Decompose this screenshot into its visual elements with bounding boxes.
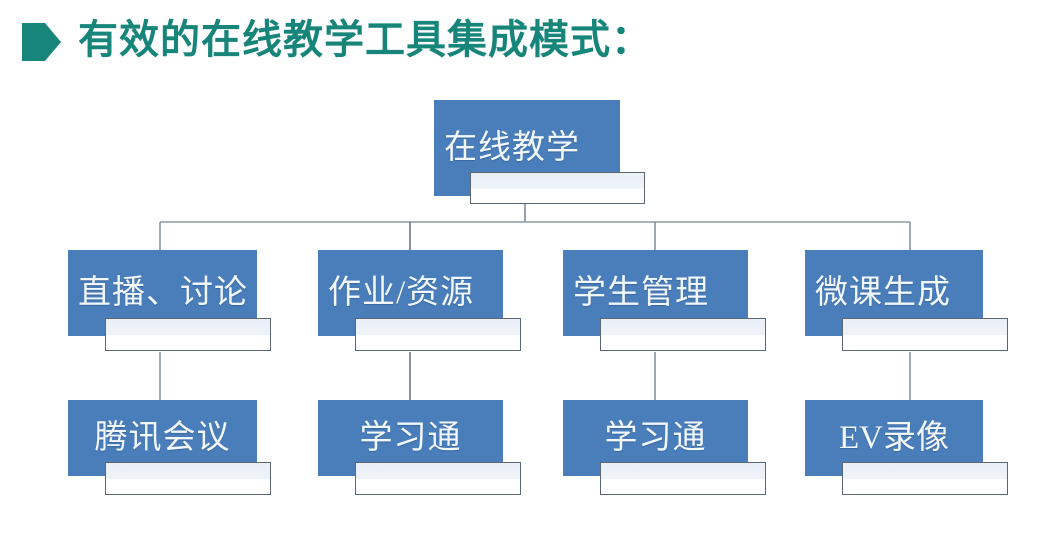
org-node-branch-3[interactable]: 学生管理 (563, 250, 778, 354)
org-node-leaf-3-label: 学习通 (604, 419, 707, 456)
org-node-root[interactable]: 在线教学 (434, 100, 664, 204)
org-node-branch-1-plate (105, 318, 271, 351)
org-node-leaf-1-label: 腾讯会议 (94, 419, 231, 456)
org-node-root-label: 在线教学 (444, 129, 580, 166)
org-node-branch-3-label: 学生管理 (573, 274, 709, 311)
org-node-leaf-1-plate (105, 462, 271, 495)
page-title: 有效的在线教学工具集成模式： (78, 17, 652, 62)
org-node-branch-4[interactable]: 微课生成 (805, 250, 1020, 354)
org-node-leaf-4[interactable]: EV录像 (805, 400, 1020, 504)
org-node-branch-2[interactable]: 作业/资源 (318, 250, 533, 354)
org-node-branch-4-plate (842, 318, 1008, 351)
org-node-branch-3-plate (600, 318, 766, 351)
org-node-branch-1[interactable]: 直播、讨论 (68, 250, 283, 354)
org-node-leaf-2-label: 学习通 (359, 419, 462, 456)
org-node-leaf-2[interactable]: 学习通 (318, 400, 533, 504)
org-node-branch-1-label: 直播、讨论 (78, 274, 248, 311)
org-node-leaf-4-plate (842, 462, 1008, 495)
slide-title-row: 有效的在线教学工具集成模式： (0, 0, 1047, 88)
org-node-leaf-3[interactable]: 学习通 (563, 400, 778, 504)
org-node-leaf-1[interactable]: 腾讯会议 (68, 400, 283, 504)
org-node-branch-2-label: 作业/资源 (328, 274, 475, 311)
org-node-leaf-3-plate (600, 462, 766, 495)
arrow-right-pentagon-icon (18, 19, 64, 65)
org-node-leaf-2-plate (355, 462, 521, 495)
org-node-root-plate (470, 172, 645, 204)
org-node-branch-2-plate (355, 318, 521, 351)
org-node-branch-4-label: 微课生成 (815, 274, 951, 311)
org-node-leaf-4-label: EV录像 (839, 419, 949, 456)
